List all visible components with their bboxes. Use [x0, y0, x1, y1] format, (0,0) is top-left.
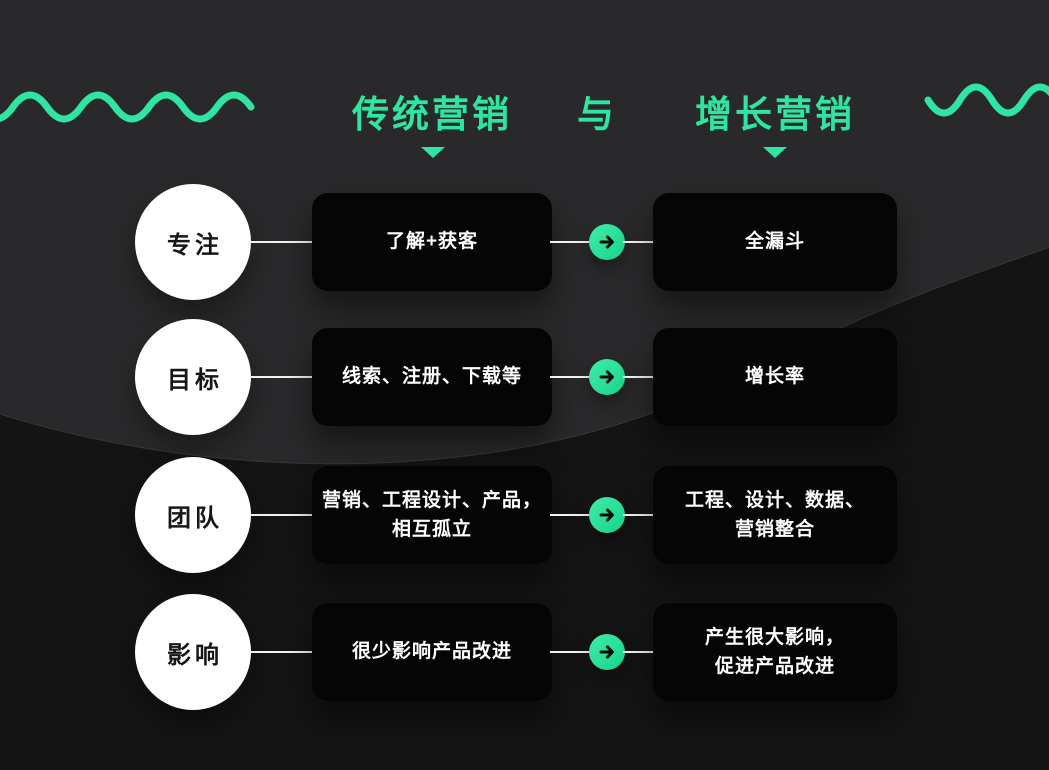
wave-right-icon [924, 83, 1049, 117]
connector-line [550, 514, 592, 516]
row-label-circle: 影响 [135, 594, 251, 710]
row-label: 团队 [167, 504, 223, 532]
traditional-card: 了解+获客 [312, 193, 552, 291]
connector-line [623, 376, 655, 378]
connector-line [249, 376, 315, 378]
growth-card-text: 工程、设计、数据、 营销整合 [684, 489, 865, 540]
arrow-right-icon [589, 359, 625, 395]
connector-line [550, 376, 592, 378]
row-label: 目标 [167, 366, 223, 394]
comparison-row-team: 团队 营销、工程设计、产品， 相互孤立 工程、设计、数据、 营销整合 [0, 457, 1049, 573]
traditional-card: 线索、注册、下载等 [312, 328, 552, 426]
row-label-circle: 目标 [135, 319, 251, 435]
growth-card: 全漏斗 [653, 193, 897, 291]
traditional-card: 很少影响产品改进 [312, 603, 552, 701]
row-label: 影响 [167, 641, 223, 669]
row-label: 专注 [167, 231, 223, 259]
row-label-circle: 团队 [135, 457, 251, 573]
connector-line [249, 514, 315, 516]
comparison-row-impact: 影响 很少影响产品改进 产生很大影响， 促进产品改进 [0, 594, 1049, 710]
comparison-row-goals: 目标 线索、注册、下载等 增长率 [0, 319, 1049, 435]
traditional-card-text: 线索、注册、下载等 [341, 366, 522, 388]
growth-card: 增长率 [653, 328, 897, 426]
growth-card-text: 产生很大影响， 促进产品改进 [704, 626, 845, 677]
traditional-card-text: 了解+获客 [385, 231, 479, 253]
arrow-right-icon [589, 634, 625, 670]
connector-line [623, 241, 655, 243]
arrow-right-icon [589, 497, 625, 533]
growth-card: 产生很大影响， 促进产品改进 [653, 603, 897, 701]
connector-line [550, 241, 592, 243]
wave-left-icon [0, 91, 255, 123]
connector-line [623, 514, 655, 516]
vs-label: 与 [577, 94, 617, 135]
traditional-card-text: 营销、工程设计、产品， 相互孤立 [321, 489, 542, 540]
growth-card-text: 增长率 [744, 366, 805, 388]
growth-card-text: 全漏斗 [744, 231, 805, 253]
connector-line [623, 651, 655, 653]
triangle-down-icon [421, 147, 445, 158]
arrow-right-icon [589, 224, 625, 260]
connector-line [249, 241, 315, 243]
growth-column-title: 增长营销 [695, 94, 855, 135]
growth-card: 工程、设计、数据、 营销整合 [653, 466, 897, 564]
traditional-card-text: 很少影响产品改进 [351, 641, 512, 663]
traditional-column-title: 传统营销 [352, 94, 512, 135]
row-label-circle: 专注 [135, 184, 251, 300]
connector-line [550, 651, 592, 653]
comparison-row-focus: 专注 了解+获客 全漏斗 [0, 184, 1049, 300]
traditional-card: 营销、工程设计、产品， 相互孤立 [312, 466, 552, 564]
connector-line [249, 651, 315, 653]
triangle-down-icon [763, 147, 787, 158]
